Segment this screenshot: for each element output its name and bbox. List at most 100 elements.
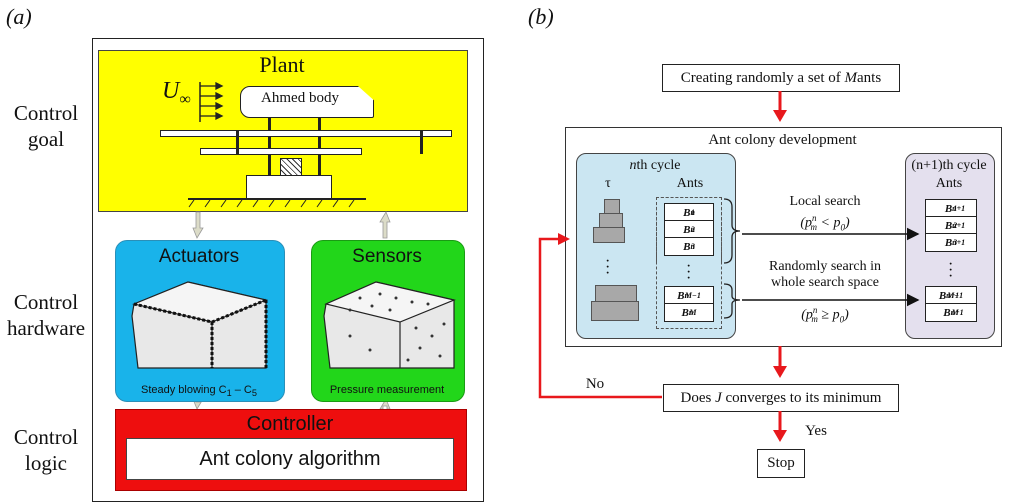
ant-sub: M [951,308,959,317]
ant-b: B [683,240,691,253]
ground-plate-upper [160,130,452,137]
cond-rest: < p [817,215,841,231]
next-cycle-title: (n+1)th cycle [911,158,987,173]
cond-sub2: 0 [839,314,845,325]
control-goal-label: Control goal [0,100,96,152]
ant-b: B [683,223,691,236]
tau-ellipsis: ··· [605,253,611,282]
ground-line [188,198,366,200]
ant-sup: n+1 [950,308,964,317]
actuators-caption-dash: – C [231,384,252,396]
ant-sup: n+1 [952,221,966,230]
plant-to-sensor-arrow [379,211,391,239]
local-search-condition: (pnm < p0) [760,213,890,232]
control-hardware-line2: hardware [6,316,86,340]
cond-sup: n [812,305,818,315]
convergence-check-box: Does J converges to its minimum [663,384,899,412]
cond-close: ) [844,307,849,323]
actuators-caption: Steady blowing C1 – C5 [115,384,283,398]
cond-sub: m [810,222,818,233]
ant-sup: n+1 [946,291,960,300]
sensors-title: Sensors [352,246,422,267]
velocity-subscript: ∞ [179,90,191,108]
ant-sub: 3 [690,242,695,251]
plant-title: Plant [259,52,305,77]
random-search-condition: (pnm ≥ p0) [760,305,890,324]
sensor-to-plant-arrow [192,211,204,239]
top-ants-group [656,197,722,262]
control-logic-label: Control logic [0,424,96,476]
no-label: No [585,376,605,392]
actuators-caption-text: Steady blowing C [141,384,227,396]
support-strut [318,117,321,177]
ant-sub: 1 [690,208,695,217]
next-ants-label: Ants [935,176,963,191]
cond-sub2: 0 [840,222,845,233]
tau-step [591,301,639,321]
tau-label: τ [605,176,611,191]
ant-b: B [943,306,951,319]
local-search-label: Local search [789,194,861,209]
create-text-var: M [844,69,858,86]
nth-cycle-suffix: th cycle [636,158,681,173]
ant-sub: 1 [953,204,958,213]
support-base [246,175,332,199]
cond-sup: n [812,213,817,223]
cond-p: (p [800,215,813,231]
create-text-suffix: ants [857,69,882,86]
actuators-caption-sub2: 5 [251,388,257,399]
ant-sub: M−1 [947,291,964,300]
ants-ellipsis: ··· [686,258,692,287]
stop-box: Stop [757,449,805,478]
ant-b: B [944,219,953,232]
ant-sup: n [690,225,695,234]
sensor-model-icon [323,281,456,369]
cond-sub: m [811,314,818,325]
nth-ants-label: Ants [676,176,704,191]
plate-leg [236,130,239,154]
velocity-symbol: U [162,78,180,104]
random-search-line1: Randomly search in [769,259,881,274]
ant-b: B [938,289,947,302]
ant-sub: M [689,308,697,317]
control-hardware-line1: Control [13,290,79,314]
ant-sub: 3 [953,238,958,247]
ant-sup: n [690,208,695,217]
ant-b: B [944,202,953,215]
cond-close: ) [844,215,850,231]
plate-leg [420,130,423,154]
tau-step [593,227,625,243]
control-logic-line2: logic [25,451,67,475]
ground-plate-lower [200,148,362,155]
ant-b: B [683,206,691,219]
ant-colony-development-title: Ant colony development [708,132,857,148]
actuators-title: Actuators [158,246,240,267]
nth-cycle-var: n [629,158,637,173]
nth-cycle-title: nth cycle [576,158,734,174]
freestream-velocity-label: U∞ [162,78,191,109]
next-ants-ellipsis: ··· [948,256,954,285]
random-search-line2: whole search space [770,275,880,290]
panel-a-tag: (a) [6,4,32,29]
ant-sup: n+1 [952,238,966,247]
create-ants-box: Creating randomly a set of M ants [662,64,900,92]
ant-sub: 2 [690,225,695,234]
create-text-prefix: Creating randomly a set of [680,69,841,86]
ant-sup: n [688,308,694,317]
control-hardware-label: Control hardware [0,289,96,341]
ground-hatch-icon [188,200,355,208]
ant-sub: 2 [953,221,958,230]
yes-label: Yes [805,423,827,439]
actuator-model-icon [131,281,268,369]
control-logic-line1: Control [13,425,79,449]
sensors-caption: Pressure measurement [329,384,445,396]
ant-b: B [944,236,953,249]
